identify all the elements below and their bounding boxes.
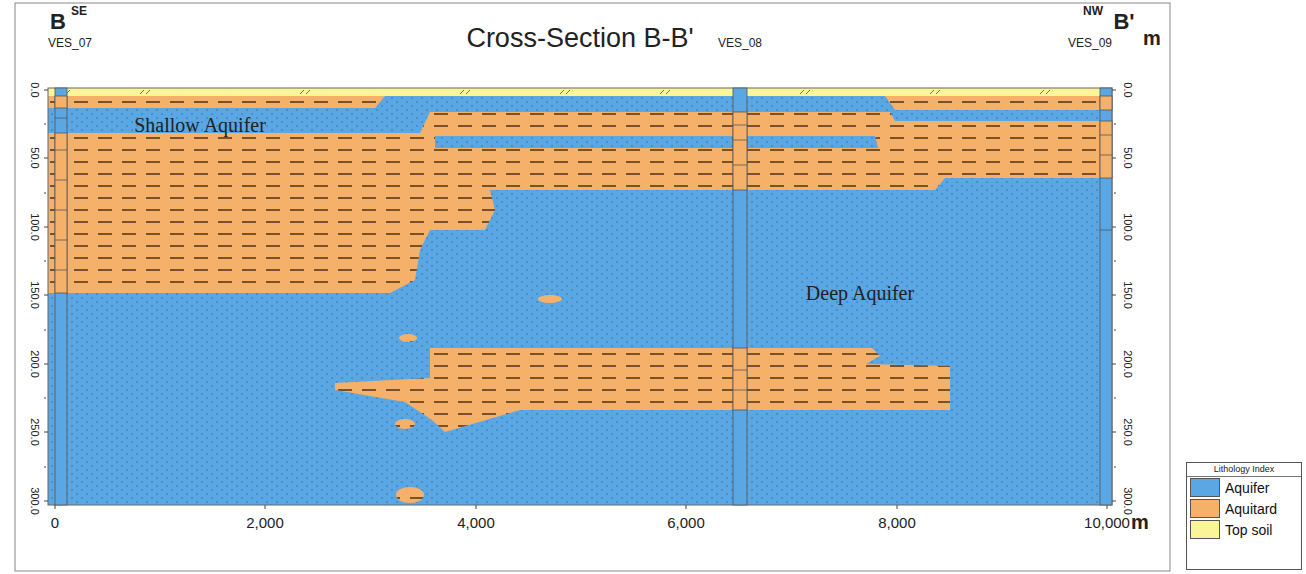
depth-tick: 50.0 xyxy=(29,147,40,168)
depth-tick: 250.0 xyxy=(29,418,40,446)
depth-tick: 100.0 xyxy=(29,213,40,241)
region-label: Shallow Aquifer xyxy=(134,115,266,135)
legend-row: Aquifer xyxy=(1187,477,1301,498)
ves-label: VES_09 xyxy=(1068,37,1112,49)
title: Cross-Section B-B' xyxy=(466,25,693,52)
depth-tick: 250.0 xyxy=(1122,418,1133,446)
distance-tick: 6,000 xyxy=(667,515,705,530)
section-end: B xyxy=(50,11,66,33)
legend-swatch xyxy=(1190,499,1220,518)
legend-title: Lithology Index xyxy=(1187,463,1301,477)
distance-tick: 8,000 xyxy=(878,515,916,530)
depth-tick: 200.0 xyxy=(1122,350,1133,378)
depth-tick: 50.0 xyxy=(1122,147,1133,168)
depth-tick: 0.0 xyxy=(29,82,40,97)
region-label: Deep Aquifer xyxy=(806,283,914,303)
distance-tick: 2,000 xyxy=(246,515,284,530)
legend-swatch xyxy=(1190,520,1220,539)
ves-label: VES_08 xyxy=(718,37,762,49)
legend-swatch xyxy=(1190,478,1220,497)
legend-text: Aquifer xyxy=(1225,480,1269,496)
depth-tick: 200.0 xyxy=(29,350,40,378)
legend-row: Top soil xyxy=(1187,519,1301,540)
legend-text: Aquitard xyxy=(1225,501,1277,517)
depth-tick: 300.0 xyxy=(29,487,40,515)
depth-tick: 300.0 xyxy=(1122,487,1133,515)
legend-text: Top soil xyxy=(1225,522,1272,538)
distance-tick: 0 xyxy=(51,515,59,530)
depth-tick: 0.0 xyxy=(1122,82,1133,97)
unit-label: m xyxy=(1131,512,1149,532)
distance-tick: 10,000 xyxy=(1084,515,1130,530)
legend-row: Aquitard xyxy=(1187,498,1301,519)
depth-tick: 100.0 xyxy=(1122,213,1133,241)
unit-label: m xyxy=(1143,28,1161,48)
ves-label: VES_07 xyxy=(48,37,92,49)
legend-box: Lithology IndexAquiferAquitardTop soil xyxy=(1186,462,1302,570)
direction-label: SE xyxy=(71,5,87,17)
depth-tick: 150.0 xyxy=(1122,281,1133,309)
distance-tick: 4,000 xyxy=(457,515,495,530)
section-end: B' xyxy=(1113,11,1134,33)
direction-label: NW xyxy=(1083,5,1103,17)
depth-tick: 150.0 xyxy=(29,281,40,309)
